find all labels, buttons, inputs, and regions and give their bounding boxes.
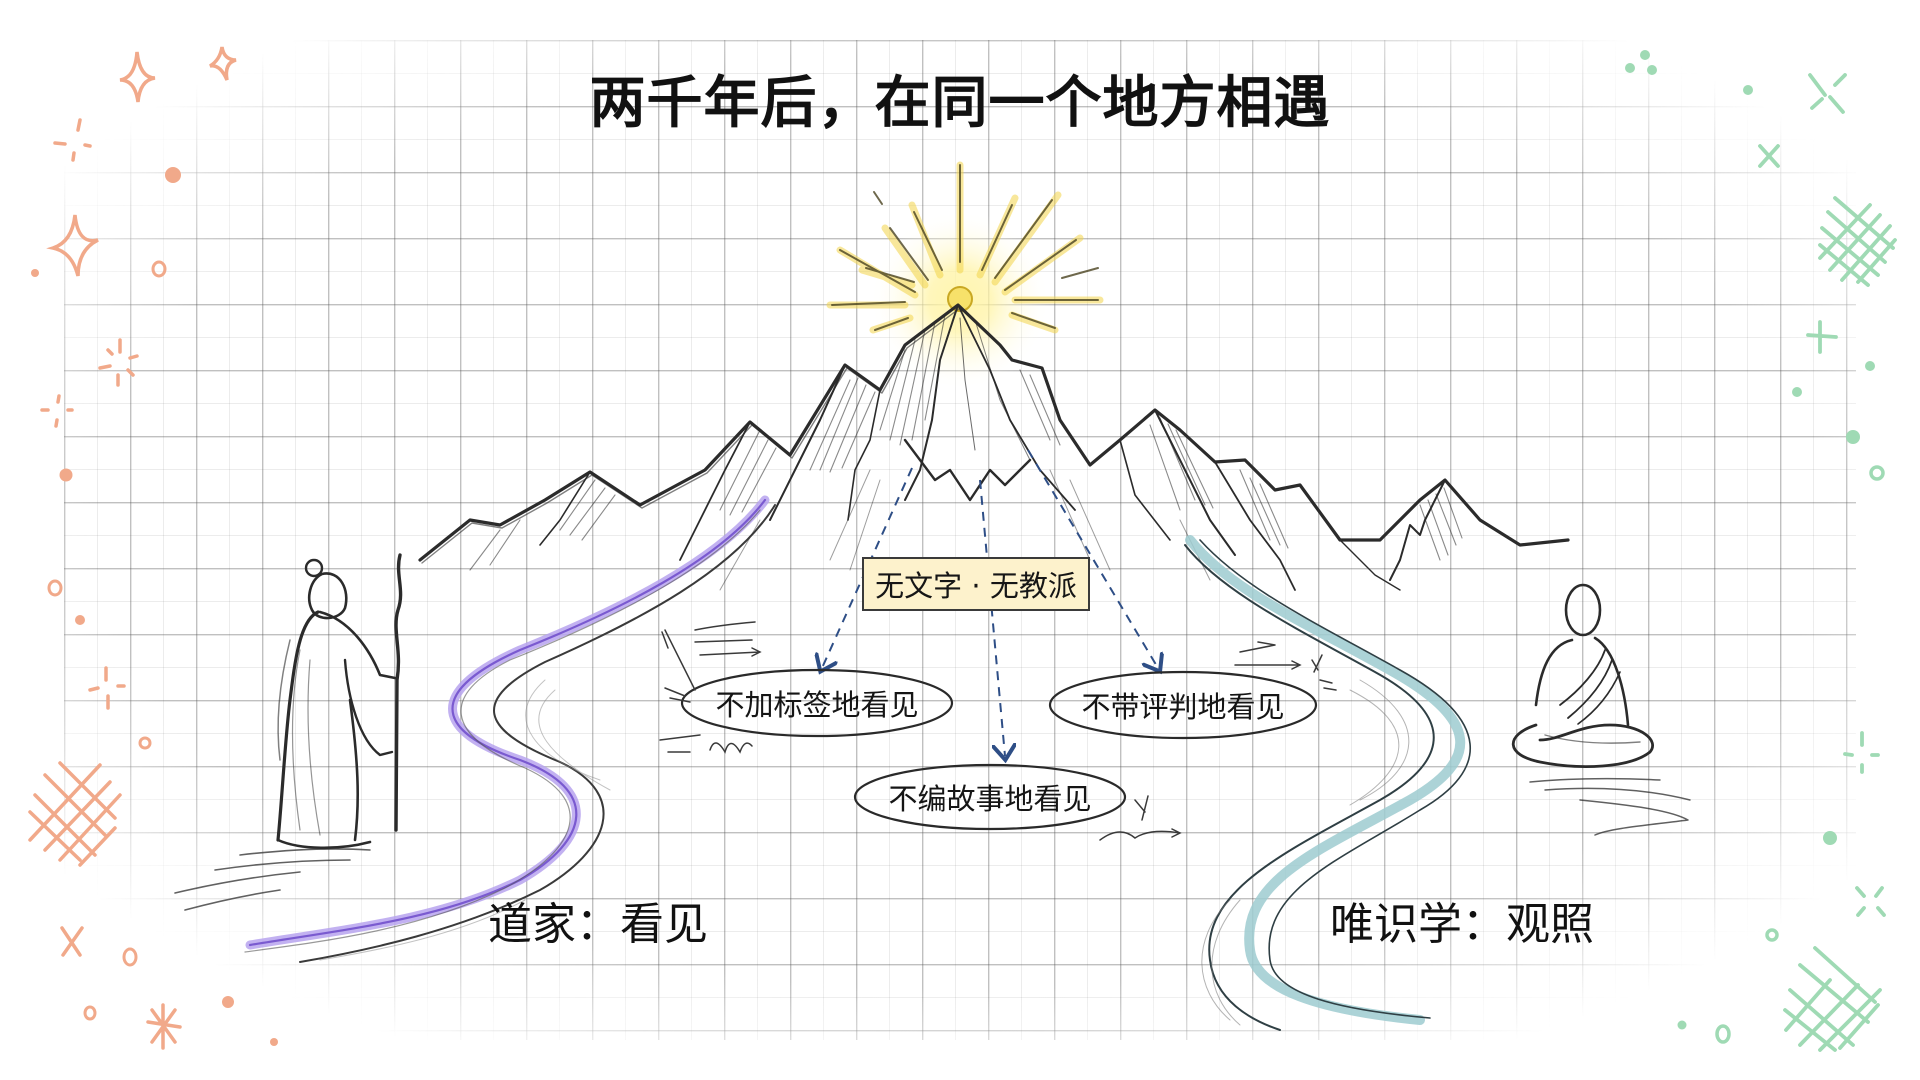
insight-no-stories: 不编故事地看见 — [855, 765, 1125, 829]
sparkle-icon — [119, 51, 156, 103]
x-mark-icon — [1758, 144, 1780, 168]
x-mark-icon — [60, 926, 84, 957]
insight-no-judgment: 不带评判地看见 — [1050, 672, 1316, 738]
insight-arrows — [822, 449, 1158, 756]
right-rings — [1715, 465, 1885, 1044]
cross-hatch-icon — [1818, 196, 1897, 287]
asterisk-icon — [146, 1003, 182, 1050]
insight-no-labels: 不加标签地看见 — [682, 670, 952, 736]
sparkle-icon — [209, 46, 237, 81]
sparkle-burst-icon — [1808, 73, 1847, 114]
cross-hatch-icon — [1783, 946, 1882, 1052]
daoism-label: 道家：看见 — [488, 899, 708, 950]
yogacara-path — [1184, 535, 1471, 1031]
cross-hatch-icon — [28, 761, 122, 867]
page-title: 两千年后，在同一个地方相遇 — [589, 71, 1331, 136]
left-doodle-decorations — [28, 46, 237, 1050]
summit-label-box: 无文字 · 无教派 — [862, 557, 1090, 611]
meditating-monk-figure — [1511, 583, 1691, 836]
plus-icon — [1806, 320, 1838, 354]
sparkle-burst-icon — [40, 394, 74, 428]
right-dots — [1625, 50, 1875, 1030]
insight-label: 不带评判地看见 — [1081, 690, 1285, 724]
sun-icon — [826, 161, 1104, 390]
insight-label: 不加标签地看见 — [715, 688, 919, 722]
daoist-sage-figure — [276, 553, 403, 850]
sparkle-burst-icon — [1843, 731, 1880, 774]
sparkle-burst-icon — [98, 338, 139, 387]
left-dots — [31, 167, 278, 1046]
motion-scribbles — [659, 621, 1337, 841]
sparkle-burst-icon — [88, 666, 126, 710]
summit-label: 无文字 · 无教派 — [875, 569, 1077, 603]
right-doodle-decorations — [1758, 73, 1897, 1052]
sparkle-burst-icon — [1855, 886, 1886, 917]
sparkle-burst-icon — [53, 118, 92, 162]
mountain-range — [418, 303, 1570, 591]
insight-label: 不编故事地看见 — [888, 782, 1092, 816]
sparkle-icon — [46, 214, 99, 277]
yogacara-label: 唯识学：观照 — [1330, 899, 1594, 950]
left-rings — [47, 260, 167, 1021]
insight-ellipses — [680, 668, 1318, 831]
daoism-path — [174, 495, 776, 963]
